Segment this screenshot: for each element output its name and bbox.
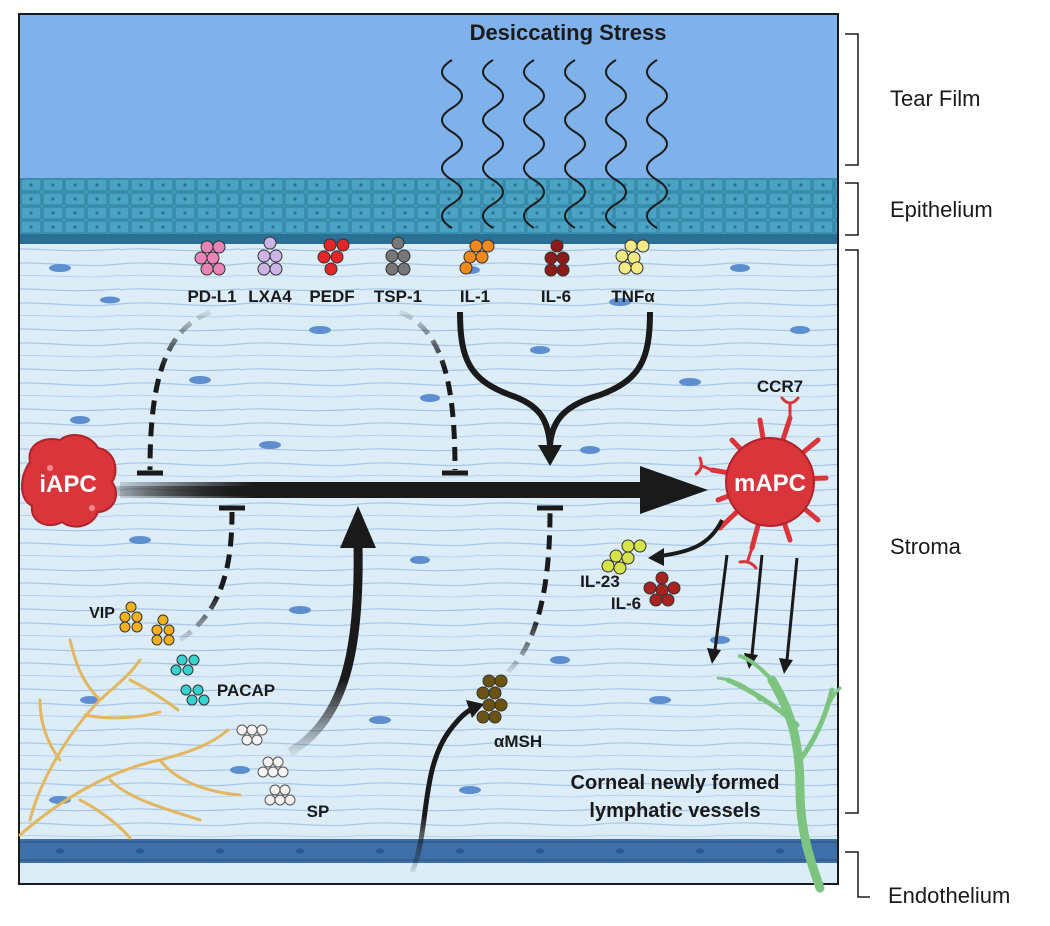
il-23-label: IL-23 <box>580 572 620 591</box>
secretion-arrowhead <box>648 548 664 566</box>
sp-arrow <box>287 544 363 756</box>
endothelium-label: Endothelium <box>888 883 1010 908</box>
amsh-cluster <box>476 674 508 724</box>
pd-l1-inhibition-line <box>147 309 211 471</box>
tnfa-arrow <box>547 311 653 446</box>
maturation-arrow-body <box>120 482 650 498</box>
endothelial-cells <box>20 841 837 861</box>
lymphatic-label-line2: lymphatic vessels <box>589 800 760 822</box>
pacap-label: PACAP <box>217 681 275 700</box>
tnfa-cluster <box>615 239 650 275</box>
pd-l1-cluster <box>194 240 226 276</box>
sp-label: SP <box>307 802 330 821</box>
lymphatic-label-line1: Corneal newly formed <box>571 772 780 794</box>
epithelium-layer <box>20 178 837 236</box>
ccr7-label: CCR7 <box>757 377 803 396</box>
iapc-cell <box>21 433 117 528</box>
sp-arrowhead <box>340 506 376 548</box>
vip-label: VIP <box>89 605 115 622</box>
lymphatic-vessels <box>716 654 842 893</box>
mapc-label: mAPC <box>734 470 806 497</box>
stress-waves <box>441 59 668 229</box>
lxa4-label: LXA4 <box>248 287 292 306</box>
il-6-bottom-label: IL-6 <box>611 594 641 613</box>
il-6-cluster <box>544 239 570 277</box>
neuropeptide-inhibition-line <box>178 511 235 643</box>
lymph-arrows <box>713 554 799 661</box>
stroma-label: Stroma <box>890 534 962 559</box>
il-1-arrow <box>457 311 553 446</box>
tsp-1-inhibition-line <box>399 309 458 471</box>
pacap-cluster <box>170 654 210 706</box>
anterior-chamber <box>20 863 837 883</box>
pedf-cluster <box>317 238 350 276</box>
tsp-1-cluster <box>385 236 411 276</box>
tear-film-layer <box>20 14 837 180</box>
il-6-label: IL-6 <box>541 287 571 306</box>
il-1-label: IL-1 <box>460 287 490 306</box>
layer-braces <box>845 33 870 898</box>
vip-cluster <box>119 601 175 646</box>
pd-l1-label: PD-L1 <box>187 287 236 306</box>
amsh-arrow <box>409 706 474 873</box>
epithelium-label: Epithelium <box>890 197 993 222</box>
iapc-label: iAPC <box>39 471 96 498</box>
il-6-bottom-cluster <box>643 571 681 607</box>
il-23-cluster <box>601 539 647 575</box>
amsh-arrowhead <box>466 700 484 718</box>
endothelial-nuclei <box>56 848 784 854</box>
diagram-frame <box>18 13 839 885</box>
lxa4-cluster <box>257 236 283 276</box>
title: Desiccating Stress <box>470 20 667 45</box>
tsp-1-label: TSP-1 <box>374 287 422 306</box>
pedf-label: PEDF <box>309 287 354 306</box>
sp-cluster <box>236 724 296 806</box>
maturation-arrowhead <box>640 466 708 514</box>
corneal-nerves <box>18 638 242 840</box>
tear-film-label: Tear Film <box>890 86 980 111</box>
basement-membrane <box>20 234 837 244</box>
amsh-inhibition-line <box>506 511 553 674</box>
amsh-label: αMSH <box>494 732 542 751</box>
mapc-body <box>725 437 815 527</box>
il-1-cluster <box>459 239 495 275</box>
stroma-fibers <box>20 244 837 839</box>
cytokine-arrowhead <box>538 445 562 466</box>
tnfa-label: TNFα <box>611 287 655 306</box>
ccr7-receptors <box>694 396 800 570</box>
secretion-arrow <box>659 519 724 558</box>
